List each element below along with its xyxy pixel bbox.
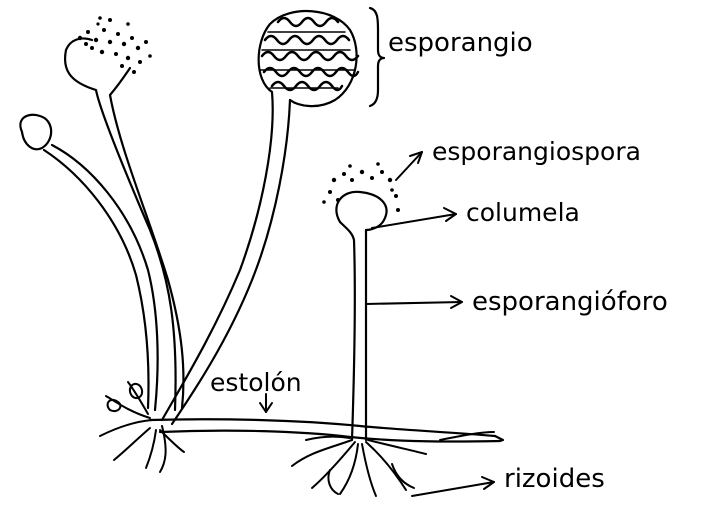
left-small-sporangium <box>20 115 51 149</box>
left-sporangiophores <box>20 11 356 424</box>
pointer-lines <box>260 152 494 496</box>
esporangioforo-arrow <box>366 302 462 304</box>
rizoides-arrow <box>412 482 494 496</box>
esporangiospora-arrow <box>396 152 422 180</box>
label-esporangiospora: esporangiospora <box>432 139 641 164</box>
label-columela: columela <box>466 200 580 225</box>
right-sporangiophore <box>336 192 386 440</box>
large-sporangium-texture <box>262 18 358 90</box>
rhizoids-left <box>100 382 184 472</box>
released-spores-right <box>322 162 400 212</box>
esporangio-bracket <box>370 8 384 106</box>
label-rizoides: rizoides <box>504 466 605 492</box>
label-esporangioforo: esporangióforo <box>472 289 668 315</box>
released-spores-left <box>78 16 152 74</box>
label-estolon: estolón <box>210 370 302 395</box>
label-esporangio: esporangio <box>388 30 533 56</box>
